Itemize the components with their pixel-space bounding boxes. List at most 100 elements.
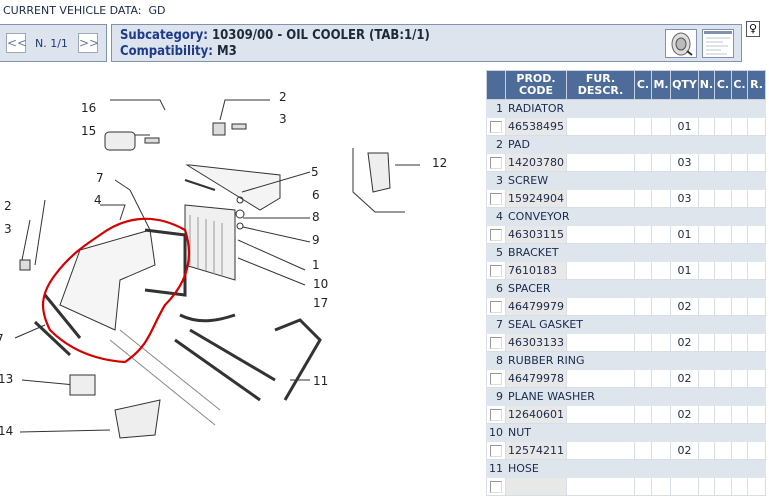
- fur-descr: [566, 261, 635, 280]
- select-checkbox[interactable]: [490, 481, 502, 493]
- product-code: 46303133: [505, 333, 567, 352]
- m-cell: [651, 369, 671, 388]
- select-cell: [486, 117, 506, 136]
- quantity: 02: [670, 369, 699, 388]
- callout-4: 4: [94, 193, 102, 207]
- select-cell: [486, 477, 506, 496]
- c-cell: [731, 369, 748, 388]
- part-name: SCREW: [505, 171, 766, 190]
- select-checkbox[interactable]: [490, 373, 502, 385]
- fur-descr: [566, 153, 635, 172]
- n-cell: [698, 117, 715, 136]
- c-cell: [634, 369, 652, 388]
- callout-12: 12: [432, 156, 447, 170]
- item-number: 4: [486, 207, 506, 226]
- fur-descr: [566, 369, 635, 388]
- select-checkbox[interactable]: [490, 445, 502, 457]
- product-code: 46479979: [505, 297, 567, 316]
- column-header: QTY: [670, 70, 699, 100]
- r-cell: [747, 225, 766, 244]
- select-cell: [486, 261, 506, 280]
- part-name: SEAL GASKET: [505, 315, 766, 334]
- n-cell: [698, 189, 715, 208]
- callout-8: 8: [312, 210, 320, 224]
- item-number: 8: [486, 351, 506, 370]
- product-code: 15924904: [505, 189, 567, 208]
- bulb-hint-icon[interactable]: ♀: [746, 21, 760, 37]
- item-number: 7: [486, 315, 506, 334]
- c-cell: [634, 405, 652, 424]
- select-checkbox[interactable]: [490, 121, 502, 133]
- select-checkbox[interactable]: [490, 229, 502, 241]
- item-number: 1: [486, 99, 506, 118]
- c-cell: [634, 189, 652, 208]
- part-name: CONVEYOR: [505, 207, 766, 226]
- callout-15: 15: [81, 124, 96, 138]
- c-cell: [634, 225, 652, 244]
- subcategory-label: Subcategory:: [120, 28, 208, 43]
- select-checkbox[interactable]: [490, 265, 502, 277]
- c-cell: [731, 189, 748, 208]
- select-cell: [486, 405, 506, 424]
- highlight-circle: [42, 217, 190, 364]
- c-cell: [714, 153, 732, 172]
- list-view-icon[interactable]: [702, 29, 734, 58]
- select-checkbox[interactable]: [490, 409, 502, 421]
- m-cell: [651, 153, 671, 172]
- select-checkbox[interactable]: [490, 301, 502, 313]
- n-cell: [698, 369, 715, 388]
- n-cell: [698, 297, 715, 316]
- c-cell: [731, 333, 748, 352]
- c-cell: [714, 261, 732, 280]
- r-cell: [747, 153, 766, 172]
- r-cell: [747, 333, 766, 352]
- part-name: RADIATOR: [505, 99, 766, 118]
- next-page-button[interactable]: >>: [78, 33, 99, 53]
- select-cell: [486, 441, 506, 460]
- item-number: 10: [486, 423, 506, 442]
- product-code: [505, 477, 567, 496]
- wheel-view-icon[interactable]: [665, 29, 697, 58]
- product-code: 12574211: [505, 441, 567, 460]
- item-number: 9: [486, 387, 506, 406]
- part-name: NUT: [505, 423, 766, 442]
- c-cell: [714, 405, 732, 424]
- c-cell: [731, 117, 748, 136]
- c-cell: [634, 117, 652, 136]
- callout-16: 16: [81, 101, 96, 115]
- vehicle-value: GD: [148, 4, 166, 17]
- c-cell: [731, 405, 748, 424]
- quantity: 01: [670, 117, 699, 136]
- callout-7-left: 7: [0, 332, 4, 346]
- column-header: R.: [747, 70, 766, 100]
- page-indicator: N. 1/1: [35, 37, 68, 50]
- callout-9: 9: [312, 233, 320, 247]
- quantity: 03: [670, 189, 699, 208]
- prev-page-button[interactable]: <<: [6, 33, 27, 53]
- select-checkbox[interactable]: [490, 337, 502, 349]
- select-checkbox[interactable]: [490, 193, 502, 205]
- r-cell: [747, 189, 766, 208]
- part-name: PLANE WASHER: [505, 387, 766, 406]
- part-name: PAD: [505, 135, 766, 154]
- quantity: 01: [670, 225, 699, 244]
- column-header: [486, 70, 506, 100]
- n-cell: [698, 225, 715, 244]
- c-cell: [714, 189, 732, 208]
- item-number: 3: [486, 171, 506, 190]
- fur-descr: [566, 225, 635, 244]
- c-cell: [731, 441, 748, 460]
- select-checkbox[interactable]: [490, 157, 502, 169]
- callout-14: 14: [0, 424, 13, 438]
